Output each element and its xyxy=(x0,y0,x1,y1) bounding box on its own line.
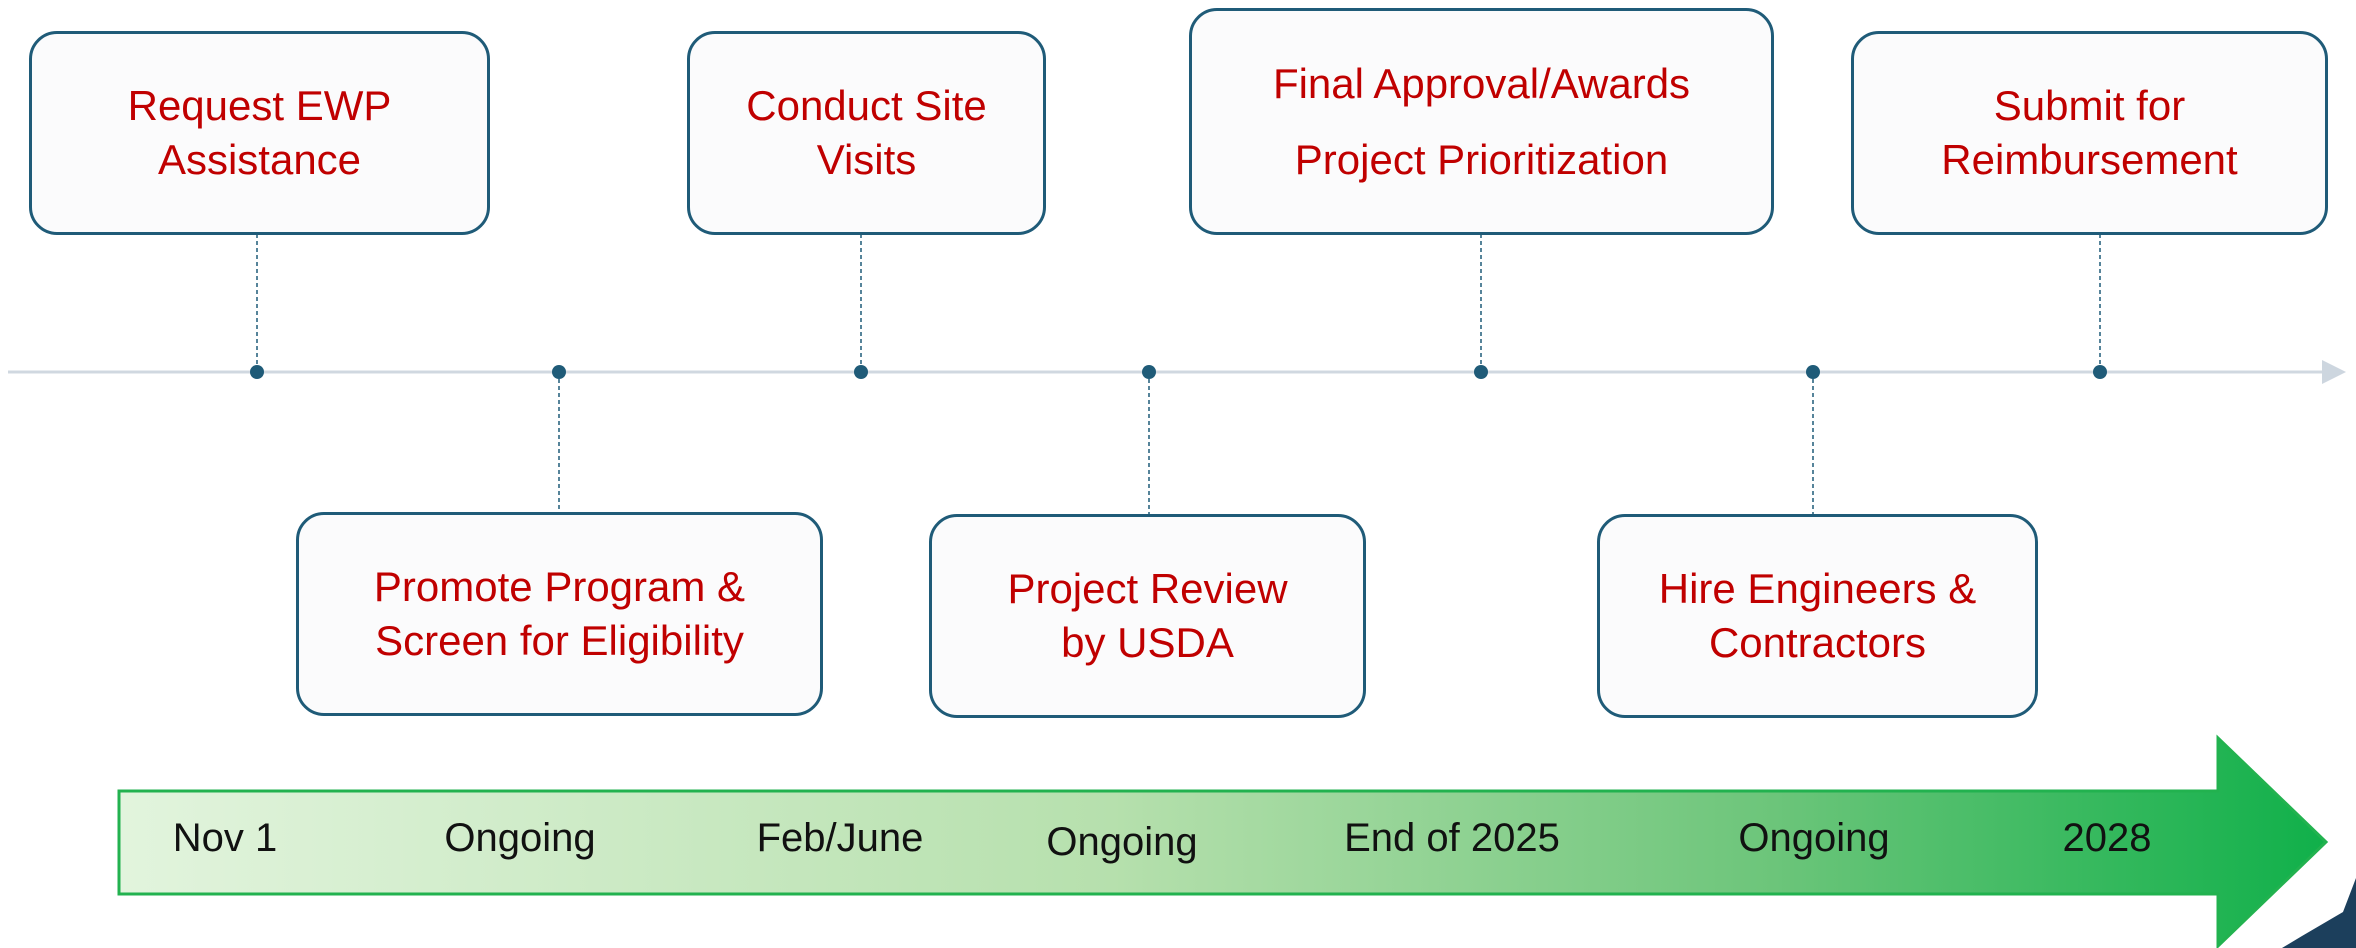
timeline-marker-6 xyxy=(1806,365,1820,379)
step-label-line-2: Visits xyxy=(816,136,917,183)
timeline-marker-5 xyxy=(1474,365,1488,379)
step-label-line-2: Reimbursement xyxy=(1941,136,2238,183)
timeline-marker-7 xyxy=(2093,365,2107,379)
date-label-1: Nov 1 xyxy=(172,816,278,860)
date-label-3: Feb/June xyxy=(756,816,924,860)
timeline-marker-3 xyxy=(854,365,868,379)
timeline-marker-1 xyxy=(250,365,264,379)
step-label-line-1: Hire Engineers & xyxy=(1658,565,1977,612)
step-box-submit-for-reimbursement: Submit for Reimbursement xyxy=(1851,31,2328,235)
step-label-line-1: Final Approval/Awards xyxy=(1272,59,1691,107)
step-label-line-1: Submit for xyxy=(1993,82,2186,129)
step-label-line-2: by USDA xyxy=(1061,619,1234,666)
step-box-final-approval: Final Approval/Awards Project Prioritiza… xyxy=(1189,8,1774,235)
step-label-line-1: Request EWP xyxy=(127,82,392,129)
step-box-conduct-site-visits: Conduct Site Visits xyxy=(687,31,1046,235)
step-label-line-2: Screen for Eligibility xyxy=(375,617,744,664)
step-label-line-2: Contractors xyxy=(1708,619,1927,666)
date-label-2: Ongoing xyxy=(444,816,596,860)
date-label-6: Ongoing xyxy=(1738,816,1890,860)
timeline-axis-arrowhead xyxy=(2322,360,2346,384)
step-label-line-1: Conduct Site xyxy=(746,82,987,129)
step-box-request-ewp-assistance: Request EWP Assistance xyxy=(29,31,490,235)
step-label-line-1: Promote Program & xyxy=(373,563,746,610)
step-label-line-2: Project Prioritization xyxy=(1294,135,1669,183)
step-box-project-review: Project Review by USDA xyxy=(929,514,1366,718)
date-label-7: 2028 xyxy=(2062,816,2152,860)
date-arrow-band xyxy=(117,734,2329,948)
step-box-hire-engineers: Hire Engineers & Contractors xyxy=(1597,514,2038,718)
date-label-5: End of 2025 xyxy=(1344,816,1560,860)
step-label-line-1: Project Review xyxy=(1007,565,1288,612)
date-label-4: Ongoing xyxy=(1046,820,1198,864)
step-label-line-2: Assistance xyxy=(157,136,362,183)
timeline-marker-2 xyxy=(552,365,566,379)
step-box-promote-program: Promote Program & Screen for Eligibility xyxy=(296,512,823,716)
timeline-marker-4 xyxy=(1142,365,1156,379)
corner-logo-fragment xyxy=(2282,878,2356,948)
